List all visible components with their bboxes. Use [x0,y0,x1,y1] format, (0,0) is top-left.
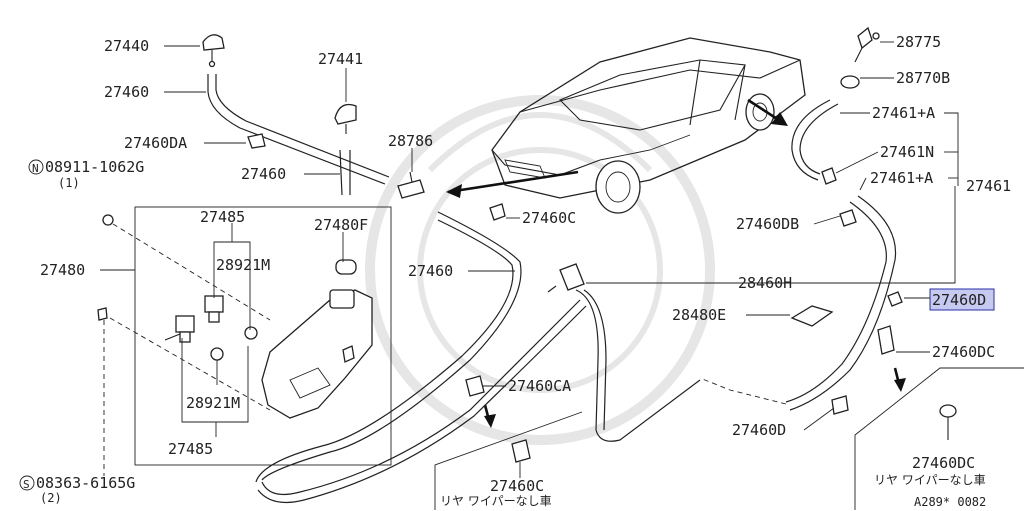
fastener-n-symbol: N [32,162,39,175]
callout-27460D-bottom: 27460D [732,421,786,439]
inset-right-frame [854,367,1024,510]
callout-28480E: 28480E [672,306,726,324]
nut-N [102,214,114,226]
hose-27460-long-b [255,219,514,483]
tank-box [134,206,392,466]
joint-28786 [397,171,425,199]
leader-lines [100,41,959,478]
callout-28921M-bot: 28921M [186,394,240,412]
callout-27461A-2: 27461+A [870,169,933,187]
clip-27460D [887,291,903,307]
car-illustration [491,37,806,214]
clip-27460C-inset [511,439,531,463]
joint-28460H [547,263,585,293]
callout-27460-hose: 27460 [408,262,453,280]
hose-27460-long-a [261,211,522,481]
callout-28460H: 28460H [738,274,792,292]
callout-27460-mid: 27460 [241,165,286,183]
hose-27461A-1b [799,103,839,175]
callout-27460DC: 27460DC [932,343,995,361]
clip-27460D-bottom [831,395,849,415]
callout-28921M-top: 28921M [216,256,270,274]
clip-27460DB [839,209,857,227]
pump-28921M [164,295,258,361]
callout-27460DC-inset: 27460DC [912,454,975,472]
hose-loop-b [257,305,587,503]
washer-tank [261,259,373,419]
clip-27460DC [877,325,895,355]
inset-left-frame [434,411,583,510]
hose-27460-mid-a [339,149,343,196]
clip-27460CA [465,375,485,397]
fastener-n-qty: (1) [58,176,80,190]
hose-27460-top [207,74,386,185]
hose-28460H [575,289,701,442]
note-rear-wiper-right: リヤ ワイパーなし車 [874,473,986,487]
callout-28786: 28786 [388,132,433,150]
nozzle-27440 [202,34,225,68]
hose-27461A-1 [791,99,831,181]
fastener-s-part: 08363-6165G [36,474,135,492]
clip-27460C [489,203,506,221]
fastener-n-part: 08911-1062G [45,158,144,176]
callout-labels: 27440 27460 27441 27460DA 28786 27460 27… [19,33,1011,509]
callout-27460-top: 27460 [104,83,149,101]
callout-27461A-1: 27461+A [872,104,935,122]
callout-27485-bot: 27485 [168,440,213,458]
callout-27460C-inset: 27460C [490,477,544,495]
callout-27460D-highlighted[interactable]: 27460D [932,291,986,309]
clip-27460DA [247,133,266,149]
callout-27485-top: 27485 [200,208,245,226]
grommet-28770B [840,75,860,89]
clip-27460DC-inset [939,404,957,440]
hose-27460-top-b [215,74,390,178]
note-rear-wiper-left: リヤ ワイパーなし車 [440,494,552,508]
dash-right [699,377,787,405]
fastener-s-circle [19,475,35,491]
hose-28460H-b [583,289,607,431]
callout-27460C: 27460C [522,209,576,227]
nozzle-28775 [854,26,880,63]
callout-27480: 27480 [40,261,85,279]
highlight-box [929,288,995,311]
hose-27461A-2b [785,201,887,403]
pad-28480E [790,305,834,327]
callout-27460CA: 27460CA [508,377,571,395]
reference-code: A289* 0082 [914,495,986,509]
callout-27440: 27440 [104,37,149,55]
callout-27460DA: 27460DA [124,134,187,152]
hose-27461A-2 [789,195,897,411]
dash-screw [109,317,271,411]
hose-loop-a [261,299,581,495]
callout-27461N: 27461N [880,143,934,161]
fastener-s-symbol: S [23,478,30,491]
callout-28770B: 28770B [896,69,950,87]
screw-S [97,307,108,476]
callout-28775: 28775 [896,33,941,51]
pointer-arrows [446,98,906,428]
dash-nut [112,223,271,321]
callout-27461: 27461 [966,177,1011,195]
callout-27460DB: 27460DB [736,215,799,233]
callout-27441: 27441 [318,50,363,68]
connector-27461N [821,167,837,185]
callout-27480F: 27480F [314,216,368,234]
fastener-s-qty: (2) [40,491,62,505]
nozzle-27441 [334,103,357,134]
fastener-n-circle [28,159,44,175]
